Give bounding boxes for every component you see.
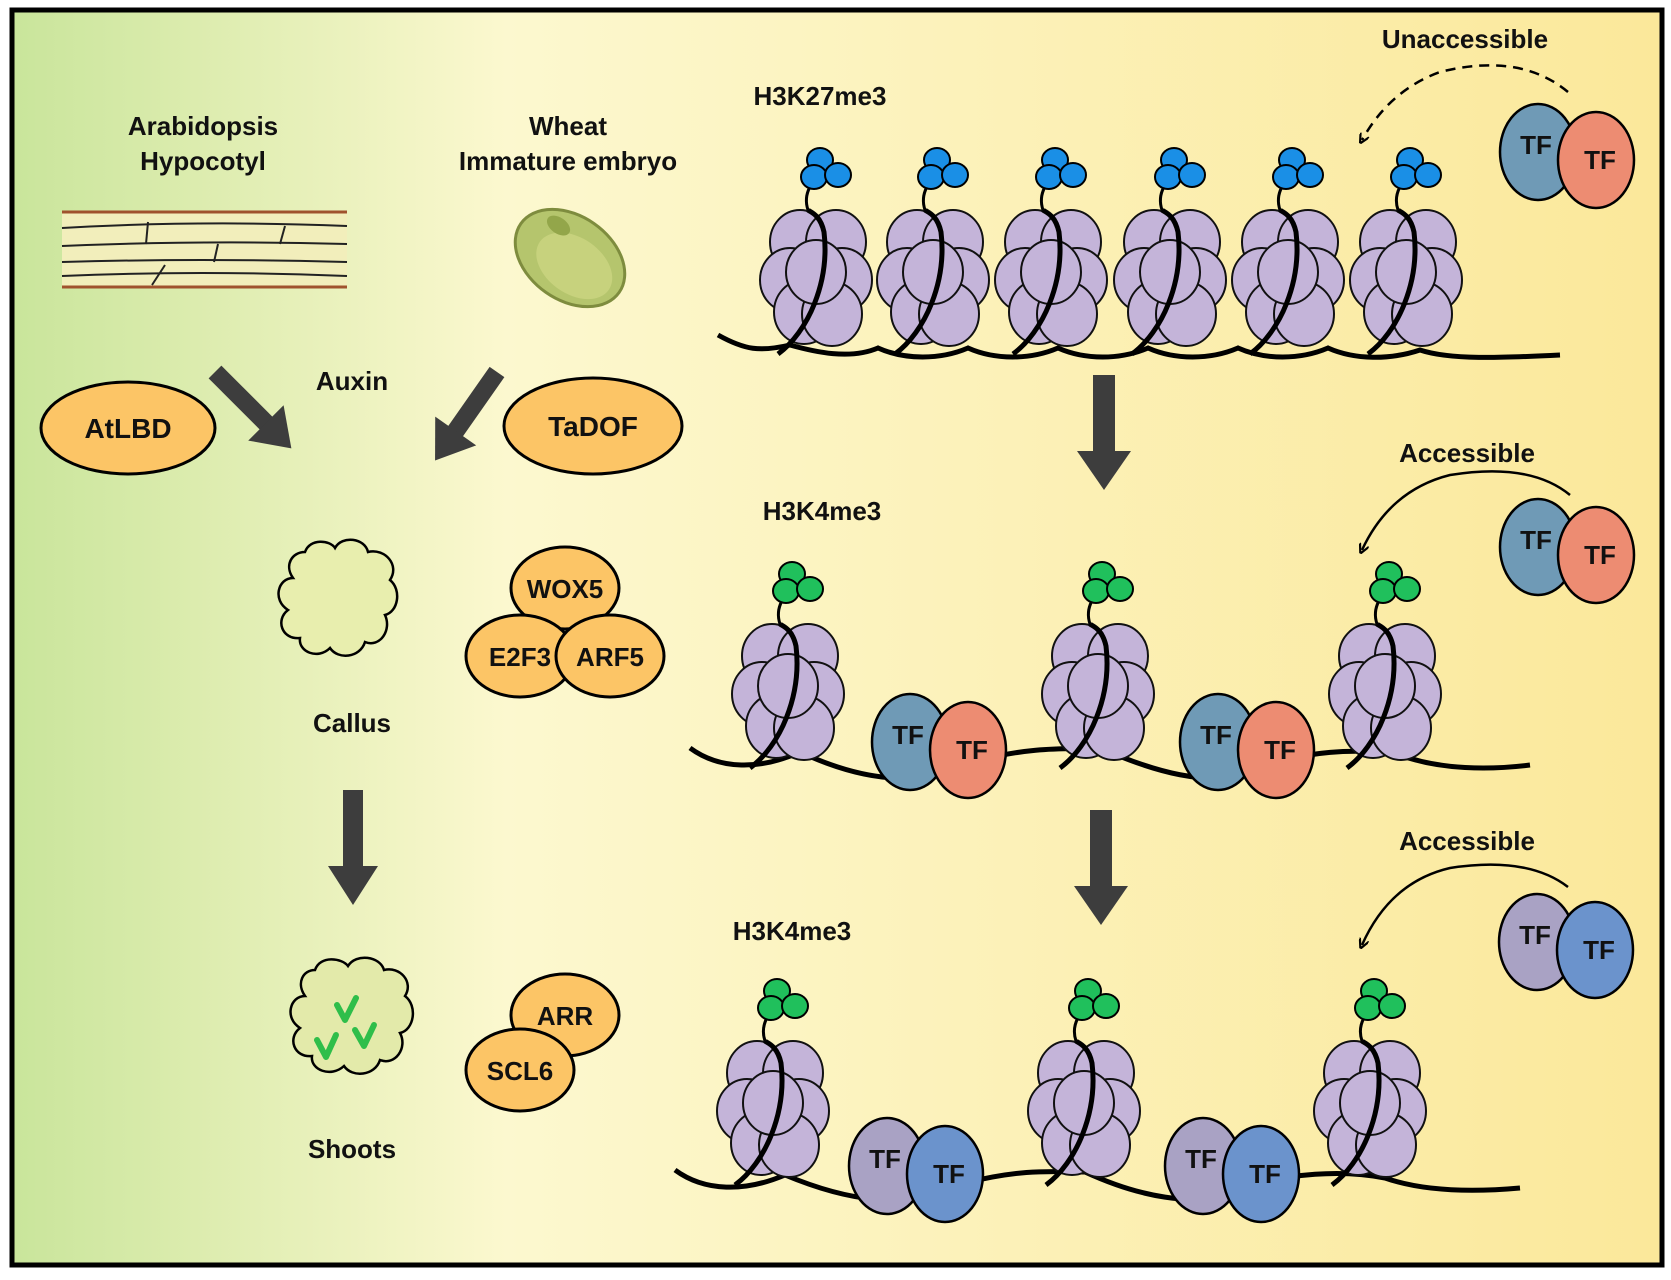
- tf-pair-bound-row3: TF TF: [847, 1116, 985, 1224]
- wheat-embryo-illustration: [513, 207, 627, 309]
- tf-label: TF: [1520, 130, 1552, 160]
- hypocotyl-tissue-illustration: [61, 210, 348, 289]
- nucleosome-row1: [1231, 147, 1345, 357]
- nucleosome-row1: [876, 147, 990, 357]
- tf-pair-bound-row2: TF TF: [1178, 692, 1316, 800]
- nucleosome-row1: [1113, 147, 1227, 357]
- tf-pair-free-row3: TF TF: [1497, 892, 1635, 1000]
- shoot-sprout-icon: [334, 995, 359, 1023]
- callus-label: Callus: [313, 708, 391, 738]
- arr-label: ARR: [537, 1001, 594, 1031]
- row1-mark-label: H3K27me3: [754, 81, 887, 111]
- source2-line2: Immature embryo: [459, 146, 677, 176]
- tf-pair-free-row1: TF TF: [1498, 102, 1636, 210]
- methyl-mark-icon: [1154, 147, 1206, 190]
- nucleosome-layer: [716, 147, 1463, 1188]
- tf-pair-bound-row3: TF TF: [1163, 1116, 1301, 1224]
- methyl-mark-icon: [800, 147, 852, 190]
- atlbd-label: AtLBD: [84, 413, 171, 444]
- nucleosome-row2: [1041, 561, 1155, 771]
- auxin-label: Auxin: [316, 366, 388, 396]
- tf-label: TF: [1200, 720, 1232, 750]
- shoots-illustration: [289, 956, 415, 1075]
- shoot-sprout-icon: [314, 1032, 339, 1060]
- shoot-sprout-icon: [352, 1022, 377, 1049]
- row3-state-label: Accessible: [1399, 826, 1535, 856]
- arrow-embryo-to-callus: [435, 366, 505, 461]
- arf5-label: ARF5: [576, 642, 644, 672]
- tf-pair-bound-row2: TF TF: [870, 692, 1008, 800]
- methyl-mark-icon: [1082, 561, 1134, 604]
- nucleosome-row2: [1328, 561, 1442, 771]
- accessible-arrow-row3: [1362, 863, 1569, 945]
- row3-mark-label: H3K4me3: [733, 916, 852, 946]
- nucleosome-row3: [716, 978, 830, 1188]
- tf-label: TF: [1519, 920, 1551, 950]
- methyl-mark-icon: [917, 147, 969, 190]
- tf-label: TF: [1583, 935, 1615, 965]
- tf-label: TF: [1249, 1159, 1281, 1189]
- row2-state-label: Accessible: [1399, 438, 1535, 468]
- methyl-mark-icon: [1390, 147, 1442, 190]
- tf-pair-free-row2: TF TF: [1498, 497, 1636, 605]
- source1-line2: Hypocotyl: [140, 146, 266, 176]
- methyl-mark-icon: [757, 978, 809, 1021]
- arf5-factor: [554, 613, 666, 699]
- scl6-factor: [464, 1027, 576, 1113]
- atlbd-factor: [39, 380, 217, 476]
- tf-label: TF: [869, 1144, 901, 1174]
- frame: [9, 7, 1665, 1268]
- tf-label: TF: [1584, 145, 1616, 175]
- methyl-mark-icon: [1369, 561, 1421, 604]
- callus-illustration: [277, 538, 399, 657]
- accessible-arrow-row2: [1362, 470, 1571, 550]
- tf-label: TF: [1264, 735, 1296, 765]
- tf-layer: TF TF TF TF TF TF TF TF TF TF TF TF TF TF: [847, 102, 1636, 1224]
- methyl-mark-icon: [772, 561, 824, 604]
- row2-mark-label: H3K4me3: [763, 496, 882, 526]
- scl6-label: SCL6: [487, 1056, 553, 1086]
- tf-label: TF: [933, 1159, 965, 1189]
- arrow-callus-to-shoots: [328, 790, 378, 905]
- arrow-hypocotyl-to-callus: [208, 365, 292, 449]
- tf-label: TF: [1584, 540, 1616, 570]
- arrow-row1-to-row2: [1077, 375, 1131, 490]
- nucleosome-row1: [759, 147, 873, 357]
- tf-label: TF: [1185, 1144, 1217, 1174]
- wox5-factor: [509, 545, 621, 631]
- tf-label: TF: [892, 720, 924, 750]
- arrow-row2-to-row3: [1074, 810, 1128, 925]
- methyl-mark-icon: [1035, 147, 1087, 190]
- methyl-mark-icon: [1272, 147, 1324, 190]
- nucleosome-row2: [731, 561, 845, 771]
- row1-state-label: Unaccessible: [1382, 24, 1548, 54]
- wox5-label: WOX5: [527, 574, 604, 604]
- tf-label: TF: [956, 735, 988, 765]
- methyl-mark-icon: [1068, 978, 1120, 1021]
- nucleosome-row3: [1027, 978, 1141, 1188]
- source1-line1: Arabidopsis: [128, 111, 278, 141]
- tadof-factor: [502, 376, 684, 476]
- unaccessible-arrow: [1362, 64, 1569, 140]
- nucleosome-row1: [1349, 147, 1463, 357]
- nucleosome-row1: [994, 147, 1108, 357]
- source2-line1: Wheat: [529, 111, 607, 141]
- nucleosome-row3: [1313, 978, 1427, 1188]
- tf-label: TF: [1520, 525, 1552, 555]
- methyl-mark-icon: [1354, 978, 1406, 1021]
- shoots-label: Shoots: [308, 1134, 396, 1164]
- dna-strand-row1: [716, 332, 1561, 360]
- tadof-label: TaDOF: [548, 411, 638, 442]
- e2f3-label: E2F3: [489, 642, 551, 672]
